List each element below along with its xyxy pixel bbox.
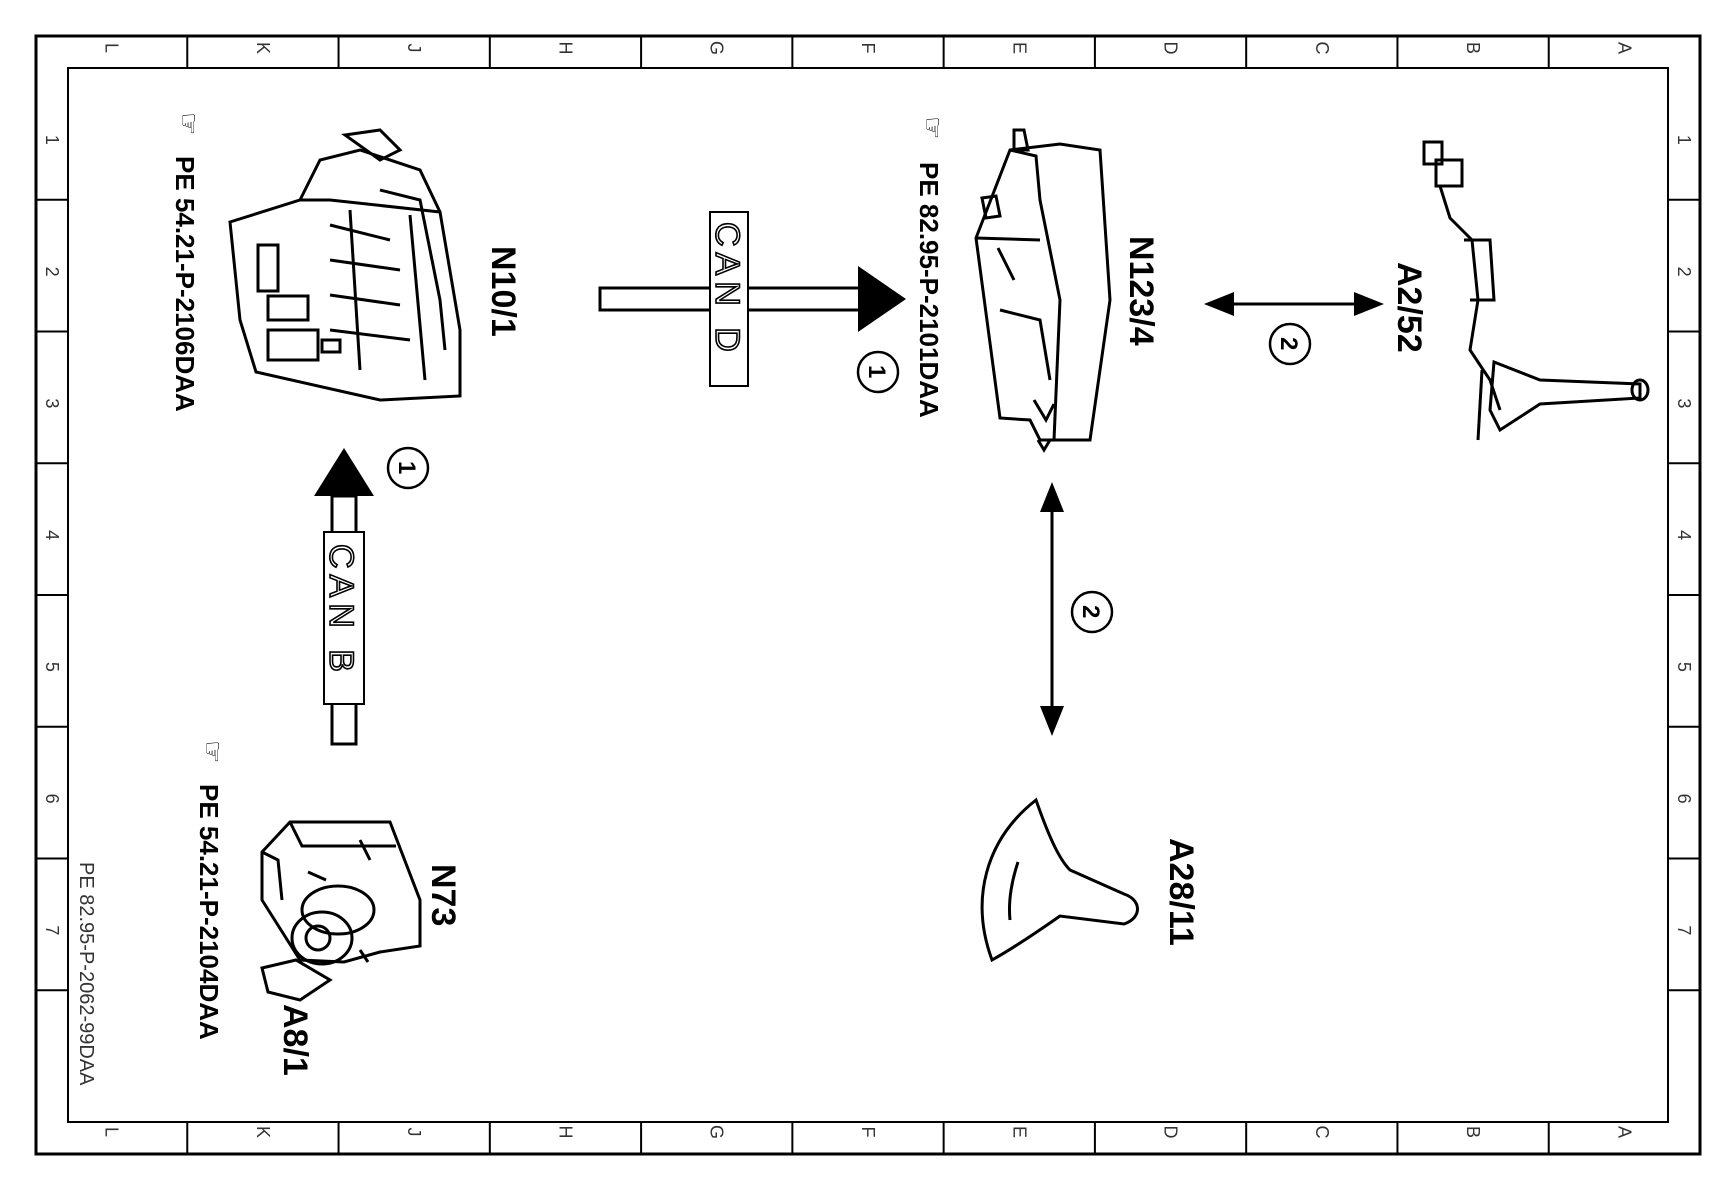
grid-row-label-left: 3	[42, 398, 62, 408]
grid-column-label-top: K	[253, 42, 273, 54]
grid-column-label-bottom: C	[1312, 1126, 1332, 1139]
grid-row-label-right: 3	[1674, 398, 1694, 408]
a28-11-antenna-icon	[980, 797, 1139, 963]
grid-column-label-top: H	[555, 42, 575, 55]
double-arrow-n123-a2811	[1040, 482, 1064, 736]
grid-column-label-bottom: L	[102, 1127, 122, 1137]
pointing-hand-icon: ☞	[918, 116, 948, 139]
grid-row-label-right: 4	[1674, 530, 1694, 540]
inner-frame	[67, 67, 1669, 1123]
marker-1-can-b: 1	[386, 446, 430, 490]
grid-row-label-right: 5	[1674, 662, 1694, 672]
grid-row-label-left: 2	[42, 267, 62, 277]
grid-column-label-top: L	[102, 43, 122, 53]
can-b-arrow: CAN B	[314, 448, 374, 746]
grid-row-label-right: 6	[1674, 794, 1694, 804]
svg-text:2: 2	[1275, 337, 1302, 350]
n73-label: N73	[424, 864, 462, 926]
n10-1-module-icon	[228, 128, 462, 402]
grid-column-label-top: C	[1312, 42, 1332, 55]
can-b-box	[323, 531, 365, 705]
grid-column-label-bottom: K	[253, 1126, 273, 1138]
can-d-label: CAN D	[708, 222, 746, 358]
grid-column-label-bottom: H	[555, 1126, 575, 1139]
grid-column-label-top: D	[1161, 42, 1181, 55]
marker-2-top: 2	[1268, 322, 1312, 366]
grid-row-label-right: 7	[1674, 925, 1694, 935]
svg-text:1: 1	[393, 461, 420, 474]
n123-4-module-icon	[974, 128, 1112, 453]
pointing-hand-icon: ☞	[174, 112, 204, 135]
n73-switch-icon	[260, 820, 422, 1002]
grid-column-label-bottom: B	[1463, 1126, 1483, 1138]
grid-row-label-left: 1	[42, 135, 62, 145]
grid-column-label-bottom: D	[1161, 1126, 1181, 1139]
can-d-box	[709, 211, 749, 387]
grid-row-label-right: 2	[1674, 267, 1694, 277]
grid-column-label-top: F	[858, 43, 878, 54]
grid-column-label-top: A	[1614, 42, 1634, 54]
a2-52-antenna-icon	[1422, 140, 1650, 441]
grid-column-label-bottom: A	[1614, 1126, 1634, 1138]
grid-column-label-top: E	[1009, 42, 1029, 54]
grid-column-label-top: B	[1463, 42, 1483, 54]
grid-row-label-right: 1	[1674, 135, 1694, 145]
svg-text:1: 1	[863, 365, 890, 378]
a2-52-label: A2/52	[1390, 262, 1428, 353]
grid-row-label-left: 7	[42, 925, 62, 935]
grid-column-label-bottom: E	[1009, 1126, 1029, 1138]
n123-4-reference-text: PE 82.95-P-2101DAA	[914, 162, 944, 418]
marker-1-can-d: 1	[856, 350, 900, 394]
a28-11-label: A28/11	[1162, 838, 1200, 946]
grid-row-label-left: 5	[42, 662, 62, 672]
n123-4-reference: ☞ PE 82.95-P-2101DAA	[914, 116, 948, 418]
n73-reference-text: PE 54.21-P-2104DAA	[194, 784, 224, 1040]
can-d-arrow: CAN D	[598, 211, 906, 387]
n10-1-label: N10/1	[484, 246, 522, 337]
n10-1-reference-text: PE 54.21-P-2106DAA	[170, 156, 200, 412]
grid-column-label-bottom: G	[707, 1125, 727, 1139]
grid-border: L L K K J J H H G G F F E E D D C C B B A A 1 1 2 2 3 3 4 4 5 5 6 6 7 7	[36, 36, 1700, 1154]
n73-reference: ☞ PE 54.21-P-2104DAA	[194, 740, 228, 1040]
grid-row-label-left: 6	[42, 794, 62, 804]
n10-1-reference: ☞ PE 54.21-P-2106DAA	[170, 112, 204, 412]
can-b-label: CAN B	[322, 544, 360, 678]
a8-1-label: A8/1	[276, 1004, 314, 1076]
n123-4-label: N123/4	[1122, 236, 1160, 346]
grid-column-label-bottom: F	[858, 1127, 878, 1138]
marker-2-mid: 2	[1070, 590, 1114, 634]
pointing-hand-icon: ☞	[198, 740, 228, 763]
grid-column-label-top: J	[404, 44, 424, 53]
document-number: PE 82.95-P-2062-99DAA	[75, 862, 97, 1086]
double-arrow-n123-a252	[1204, 292, 1384, 316]
grid-column-label-top: G	[707, 41, 727, 55]
grid-row-label-left: 4	[42, 530, 62, 540]
grid-column-label-bottom: J	[404, 1128, 424, 1137]
svg-text:2: 2	[1077, 605, 1104, 618]
